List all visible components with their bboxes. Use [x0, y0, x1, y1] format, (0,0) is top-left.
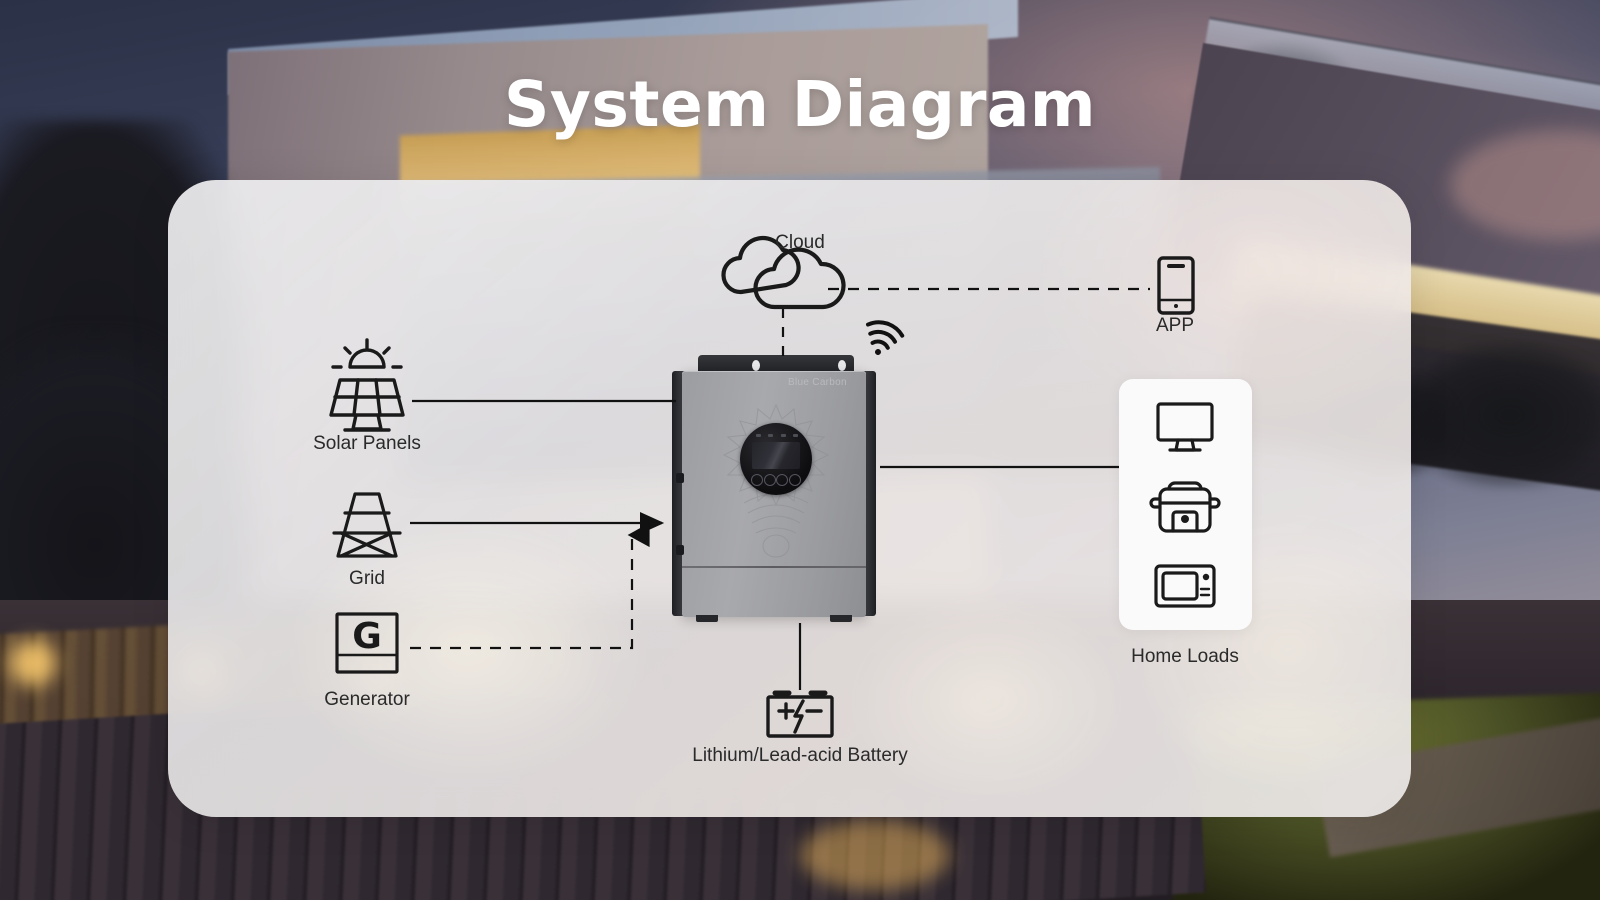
- label-generator: Generator: [324, 689, 410, 710]
- label-home-loads: Home Loads: [1131, 646, 1239, 667]
- label-grid: Grid: [349, 568, 385, 589]
- generator-letter: G: [352, 616, 382, 657]
- microwave-icon: [1154, 564, 1216, 608]
- connector-lines: [410, 287, 1150, 690]
- generator-g-icon: G: [335, 612, 399, 674]
- inverter-port: [676, 545, 684, 555]
- cloud-icon: [721, 235, 846, 310]
- inverter-display[interactable]: [740, 423, 812, 495]
- screw-icon: [838, 360, 846, 371]
- rice-cooker-icon: [1149, 481, 1221, 533]
- solar-panel-icon: [329, 338, 405, 432]
- tv-monitor-icon: [1156, 402, 1214, 452]
- smartphone-icon: [1157, 256, 1195, 315]
- inverter-foot: [696, 615, 718, 622]
- status-leds: [756, 434, 798, 438]
- wifi-icon: [865, 320, 905, 355]
- mounting-bracket: [698, 355, 854, 373]
- power-pylon-icon: [332, 492, 402, 558]
- battery-icon: [766, 690, 834, 738]
- deck-light: [800, 820, 950, 890]
- path-light: [10, 640, 56, 686]
- label-app: APP: [1155, 315, 1195, 336]
- inverter-seam: [682, 566, 866, 568]
- screw-icon: [752, 360, 760, 371]
- lcd-screen: [752, 442, 800, 469]
- label-battery: Lithium/Lead-acid Battery: [692, 745, 908, 766]
- inverter-brand: Blue Carbon: [788, 377, 847, 388]
- inverter-foot: [830, 615, 852, 622]
- label-cloud: Cloud: [775, 232, 825, 253]
- label-solar: Solar Panels: [313, 433, 421, 454]
- inverter-port: [676, 473, 684, 483]
- control-buttons[interactable]: [751, 474, 801, 486]
- page-title: System Diagram: [503, 68, 1097, 141]
- inverter-device[interactable]: Blue Carbon: [672, 355, 876, 625]
- connector-generator-inverter: [410, 522, 650, 650]
